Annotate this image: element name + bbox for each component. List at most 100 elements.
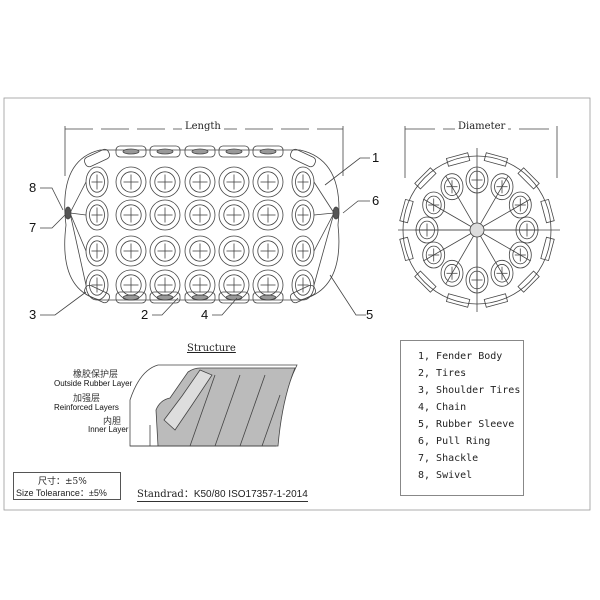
parts-legend: 1, Fender Body 2, Tires 3, Shoulder Tire… (400, 340, 524, 496)
size-tolerance-box: 尺寸：±5% Size Tolearance：±5% (13, 472, 121, 500)
callout-7: 7 (29, 220, 37, 235)
flat-tire-hub (259, 148, 277, 155)
legend-item: 6, Pull Ring (418, 436, 491, 447)
outer-tire (414, 167, 437, 190)
outer-tire (445, 152, 471, 167)
flat-tire (252, 145, 284, 158)
tire (184, 235, 216, 267)
outer-tire (445, 293, 471, 308)
tire-rim (154, 204, 176, 226)
tire-rim (223, 240, 245, 262)
tire (415, 216, 439, 244)
pull-ring (332, 206, 340, 220)
callout-6: 6 (372, 193, 380, 208)
tire (184, 199, 216, 231)
tire (115, 166, 147, 198)
tire (218, 235, 250, 267)
outer-tire (414, 270, 437, 293)
outer-tire (399, 198, 414, 224)
drawing-frame (3, 97, 591, 511)
tire-rim (154, 274, 176, 296)
tire (252, 166, 284, 198)
tire-rim (425, 245, 442, 265)
tire-rim (444, 177, 460, 196)
tire-rim (120, 171, 142, 193)
chain (445, 234, 475, 284)
tire-rim (223, 274, 245, 296)
tolerance-cn: 尺寸：±5% (38, 477, 87, 487)
outer-tire (399, 236, 414, 262)
diameter-label: Diameter (455, 121, 509, 132)
flat-tire (149, 145, 181, 158)
tire-rim (89, 171, 105, 193)
tire-rim (519, 220, 535, 240)
tire (440, 173, 464, 201)
chain (313, 212, 335, 216)
callout-5: 5 (366, 307, 374, 322)
tire (218, 269, 250, 301)
tire-rim (120, 204, 142, 226)
legend-item: 2, Tires (418, 368, 467, 379)
tire-rim (469, 170, 485, 190)
tire-rim (257, 204, 279, 226)
tire (465, 166, 489, 194)
tire (508, 241, 532, 269)
length-label: Length (182, 121, 224, 132)
tire-rim (425, 195, 442, 215)
tire (184, 166, 216, 198)
flat-tire-hub (225, 148, 243, 155)
tire-rim (223, 204, 245, 226)
tolerance-en: Size Tolearance：±5% (16, 488, 107, 498)
tire (252, 199, 284, 231)
legend-item: 3, Shoulder Tires (418, 385, 521, 396)
legend-item: 5, Rubber Sleeve (418, 419, 515, 430)
chain (69, 212, 87, 252)
tire-rim (444, 264, 460, 283)
chain (481, 232, 531, 262)
standard-prefix: Standrad： (137, 489, 194, 500)
tire-rim (512, 195, 529, 215)
tire (218, 166, 250, 198)
chain (479, 234, 509, 284)
tire-rim (189, 204, 211, 226)
legend-item: 8, Swivel (418, 470, 473, 481)
callout-2: 2 (141, 307, 149, 322)
tire-rim (189, 274, 211, 296)
callout-3: 3 (29, 307, 37, 322)
callout-leaders (40, 157, 370, 316)
callout-1: 1 (372, 150, 380, 165)
chain (481, 198, 531, 228)
tire (422, 241, 446, 269)
tire-rim (154, 240, 176, 262)
chain (423, 232, 473, 262)
outside-layer-en: Outside Rubber Layer (54, 379, 133, 388)
inner-layer-cn: 内胆 (103, 417, 122, 427)
tire-rim (257, 171, 279, 193)
end-hub (469, 222, 485, 238)
tire (115, 235, 147, 267)
tire (184, 269, 216, 301)
shoulder-tire (84, 284, 110, 304)
shoulder-tire (84, 148, 110, 168)
callout-8: 8 (29, 180, 37, 195)
callout-4: 4 (201, 307, 209, 322)
tire-rim (419, 220, 435, 240)
shoulder-tire (290, 148, 316, 168)
chain (445, 176, 475, 226)
outer-tire (517, 270, 540, 293)
tire (115, 269, 147, 301)
tire (218, 199, 250, 231)
tire (252, 235, 284, 267)
tire-rim (469, 270, 485, 290)
standard-value: K50/80 ISO17357-1-2014 (193, 489, 308, 500)
inner-layer-en: Inner Layer (88, 425, 129, 434)
fender-end-view (398, 148, 560, 312)
shackle (64, 206, 72, 220)
flat-tire (115, 145, 147, 158)
chain (69, 212, 87, 216)
tire-rim (494, 264, 510, 283)
chain (423, 198, 473, 228)
tire-rim (295, 204, 311, 226)
flat-tire-hub (122, 148, 140, 155)
